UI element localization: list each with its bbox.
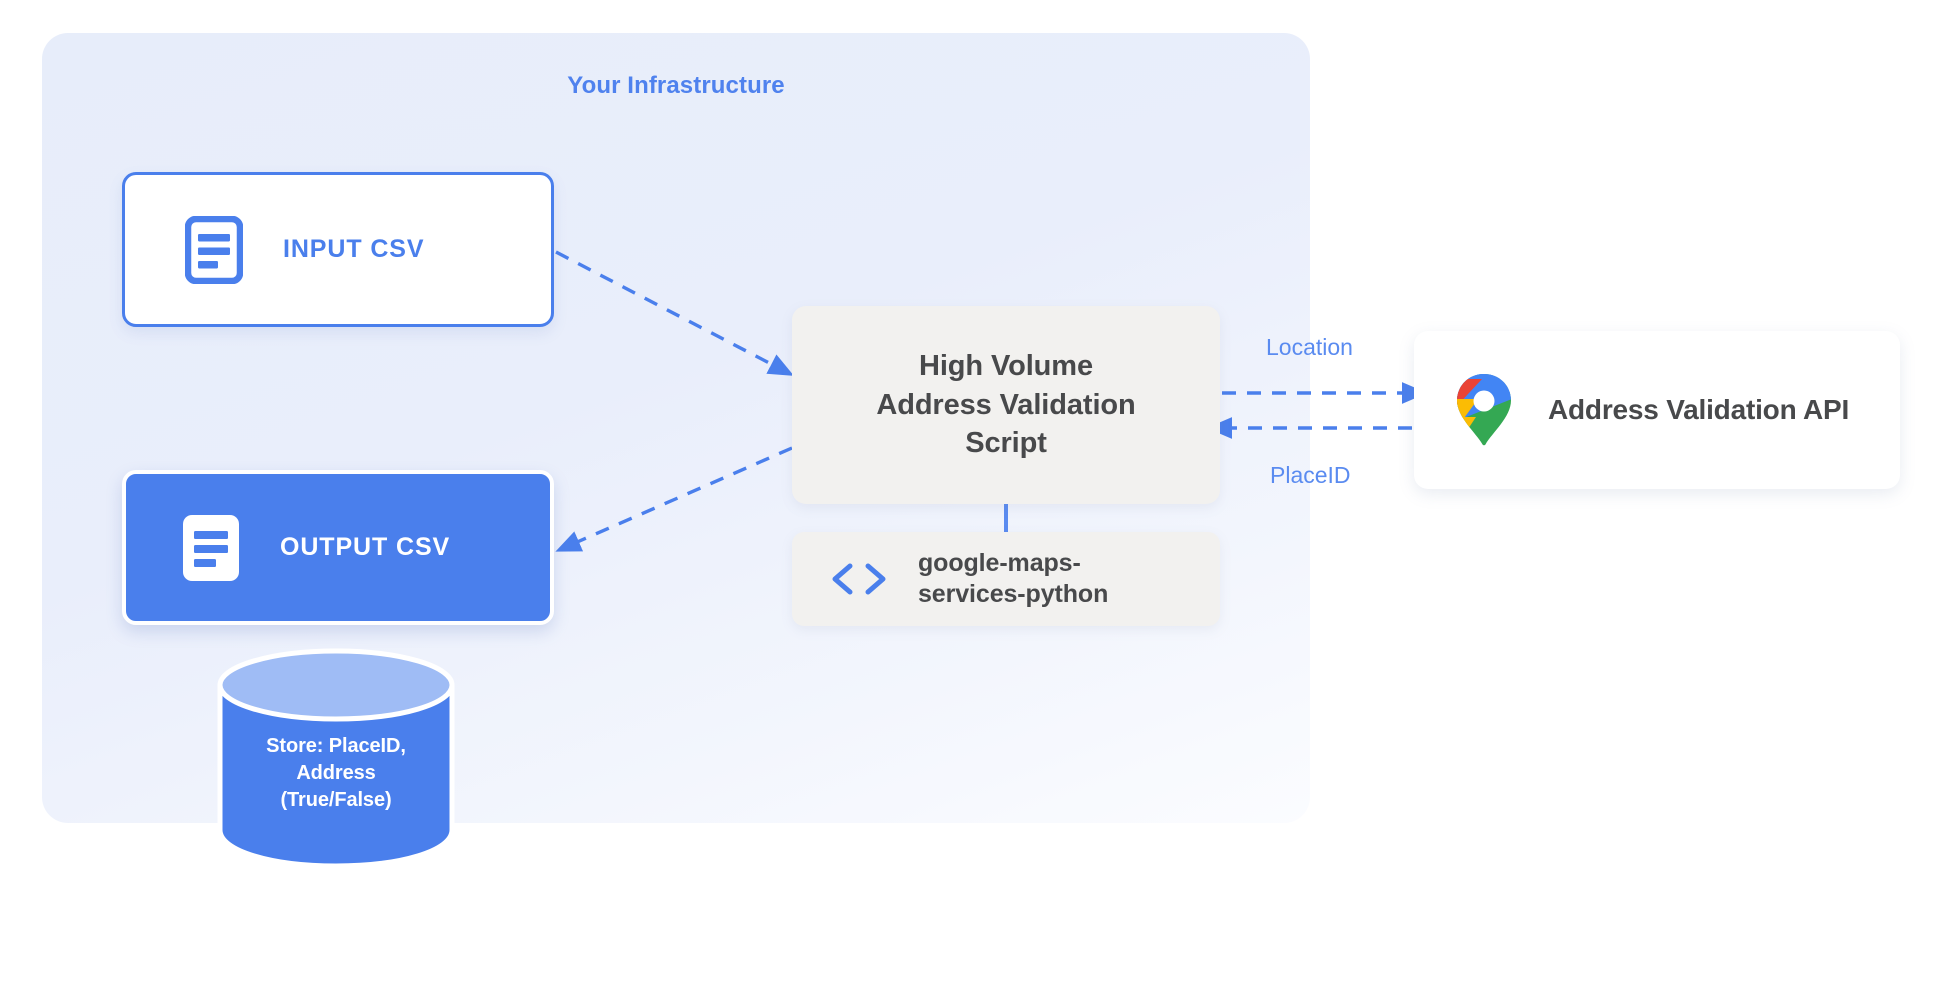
- output-csv-label: OUTPUT CSV: [280, 533, 451, 561]
- infrastructure-title: Your Infrastructure: [567, 72, 785, 99]
- api-label: Address Validation API: [1548, 394, 1850, 425]
- node-output-csv[interactable]: OUTPUT CSV: [122, 470, 554, 625]
- script-line-3: Script: [965, 427, 1047, 460]
- script-line-2: Address Validation: [876, 388, 1136, 421]
- node-validation-script[interactable]: High Volume Address Validation Script: [792, 306, 1220, 504]
- edge-script-to-library: [1004, 504, 1008, 534]
- input-csv-label: INPUT CSV: [283, 235, 425, 263]
- edge-label-placeid: PlaceID: [1270, 462, 1351, 488]
- database-cylinder-icon[interactable]: [212, 645, 460, 870]
- node-input-csv[interactable]: INPUT CSV: [122, 172, 554, 327]
- node-address-validation-api[interactable]: Address Validation API: [1414, 331, 1900, 489]
- library-title: google-maps- services-python: [918, 548, 1108, 610]
- code-brackets-icon: [832, 563, 886, 595]
- edge-label-location: Location: [1266, 334, 1353, 360]
- script-title: High Volume Address Validation Script: [876, 347, 1135, 463]
- script-line-1: High Volume: [919, 350, 1093, 383]
- library-line-1: google-maps-: [918, 549, 1081, 577]
- library-line-2: services-python: [918, 580, 1109, 608]
- document-lines-filled-icon: [183, 514, 239, 581]
- google-maps-pin-icon: [1457, 374, 1511, 446]
- document-lines-icon: [185, 215, 243, 284]
- node-client-library[interactable]: google-maps- services-python: [792, 532, 1220, 626]
